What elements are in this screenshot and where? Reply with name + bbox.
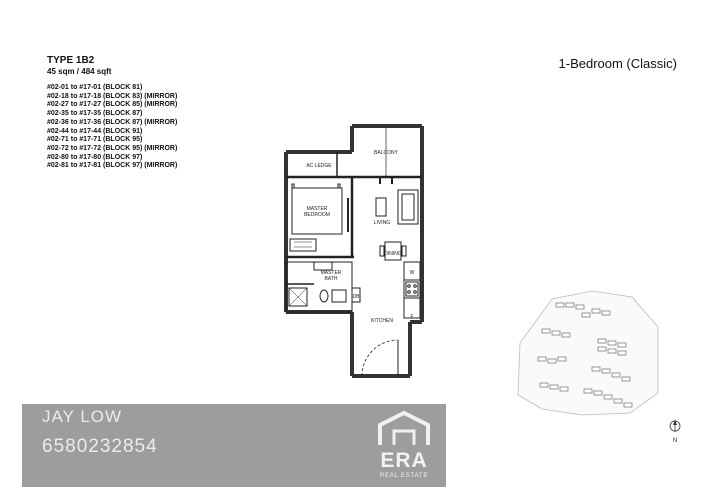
north-arrow-icon: N — [669, 420, 681, 444]
room-label-db: DB — [353, 294, 361, 300]
unit-list-item: #02-80 to #17-80 (BLOCK 97) — [47, 153, 143, 161]
unit-list: #02-01 to #17-01 (BLOCK 81) #02-18 to #1… — [47, 84, 177, 171]
agent-phone: 6580232854 — [42, 436, 158, 457]
room-label-kitchen: KITCHEN — [371, 318, 393, 324]
room-label-living: LIVING — [374, 220, 391, 226]
type-title: TYPE 1B2 — [47, 55, 95, 66]
north-label: N — [673, 438, 677, 444]
plan-type-label: 1-Bedroom (Classic) — [558, 56, 677, 71]
room-label-w: W — [410, 270, 415, 276]
room-label-master-bedroom-line2: BEDROOM — [304, 212, 330, 218]
unit-area: 45 sqm / 484 sqft — [47, 67, 112, 76]
key-site-plan — [517, 290, 659, 416]
unit-list-item: #02-72 to #17-72 (BLOCK 95) (MIRROR) — [47, 144, 178, 152]
room-label-ac-ledge: AC LEDGE — [306, 163, 332, 169]
unit-list-item: #02-18 to #17-18 (BLOCK 83) (MIRROR) — [47, 92, 178, 100]
agent-banner: JAY LOW 6580232854 ERA REAL ESTATE — [22, 404, 446, 487]
room-label-dining: DINING — [384, 251, 402, 257]
room-label-master-bedroom-line1: MASTER — [307, 206, 328, 212]
unit-list-item: #02-44 to #17-44 (BLOCK 91) — [47, 127, 143, 135]
unit-list-item: #02-71 to #17-71 (BLOCK 95) — [47, 136, 143, 144]
unit-list-item: #02-35 to #17-35 (BLOCK 87) — [47, 110, 143, 118]
unit-list-item: #02-01 to #17-01 (BLOCK 81) — [47, 84, 143, 91]
room-label-master-bath-line2: BATH — [325, 276, 338, 282]
agent-name: JAY LOW — [42, 407, 123, 426]
logo-subtext: REAL ESTATE — [379, 473, 429, 479]
unit-list-item: #02-27 to #17-27 (BLOCK 85) (MIRROR) — [47, 101, 178, 109]
room-label-master-bath-line1: MASTER — [321, 270, 342, 276]
room-label-balcony: BALCONY — [374, 150, 399, 156]
era-logo: ERA REAL ESTATE — [374, 409, 434, 481]
floor-plan-drawing: AC LEDGE BALCONY MASTER BEDROOM LIVING D… — [284, 124, 424, 378]
logo-text: ERA — [380, 449, 428, 472]
house-logo-icon — [378, 410, 430, 445]
room-label-f: F — [410, 314, 413, 320]
unit-list-item: #02-81 to #17-81 (BLOCK 97) (MIRROR) — [47, 162, 178, 170]
unit-list-item: #02-36 to #17-36 (BLOCK 87) (MIRROR) — [47, 118, 178, 126]
